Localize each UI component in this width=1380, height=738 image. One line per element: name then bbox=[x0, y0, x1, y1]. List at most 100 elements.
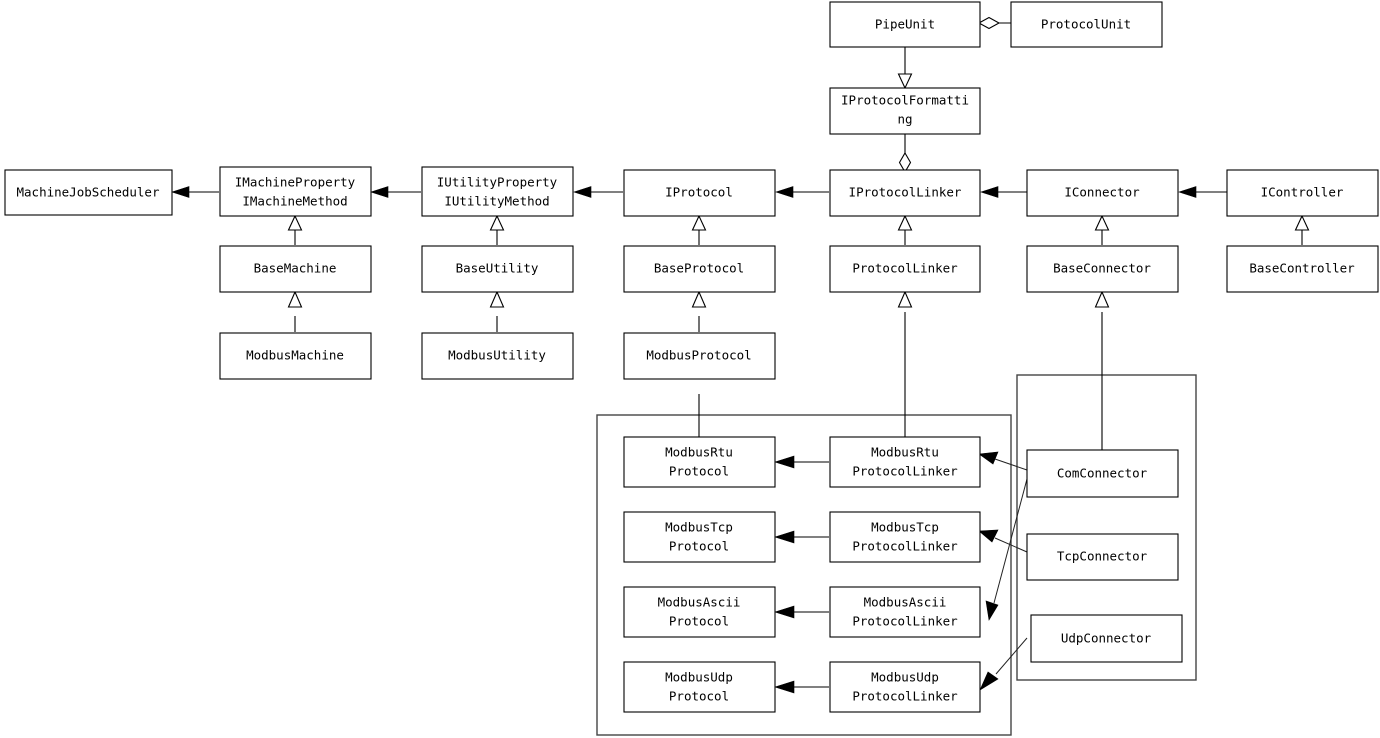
edge-comconnector-rtulinker bbox=[994, 458, 1028, 471]
generalization-arrow-basemachine bbox=[287, 290, 303, 308]
node-base-controller[interactable]: BaseController bbox=[1226, 245, 1379, 293]
realization-arrow-iprotocollinker2 bbox=[897, 214, 913, 231]
node-imachine-property[interactable]: IMachineProperty IMachineMethod bbox=[219, 166, 372, 217]
realization-arrow-iprotocolformatting bbox=[897, 73, 913, 90]
node-modbus-rtu-protocol-linker-label-line2: ProtocolLinker bbox=[852, 464, 958, 479]
node-base-machine-label: BaseMachine bbox=[254, 261, 337, 276]
realization-arrow-iutilityproperty bbox=[489, 214, 505, 231]
node-com-connector[interactable]: ComConnector bbox=[1026, 449, 1179, 498]
node-pipe-unit[interactable]: PipeUnit bbox=[829, 1, 981, 48]
node-modbus-utility[interactable]: ModbusUtility bbox=[421, 332, 574, 380]
node-iprotocol-linker[interactable]: IProtocolLinker bbox=[829, 169, 981, 217]
node-modbus-udp-protocol-linker-label-line1: ModbusUdp bbox=[871, 670, 939, 685]
association-arrow-iconnector bbox=[1178, 186, 1197, 198]
association-arrow-iprotocol bbox=[775, 186, 794, 198]
node-modbus-tcp-protocol-linker[interactable]: ModbusTcp ProtocolLinker bbox=[829, 511, 981, 563]
edge-comconnector-asciilinker bbox=[993, 478, 1028, 604]
node-tcp-connector[interactable]: TcpConnector bbox=[1026, 533, 1179, 581]
node-base-connector-label: BaseConnector bbox=[1053, 261, 1151, 276]
node-machine-job-scheduler[interactable]: MachineJobScheduler bbox=[4, 169, 173, 216]
association-arrow-machinejobscheduler bbox=[171, 186, 190, 198]
aggregation-diamond-pipeunit bbox=[977, 16, 1001, 30]
edge-tcpconnector-tcplinker bbox=[994, 537, 1028, 553]
node-modbus-ascii-protocol-label-line1: ModbusAscii bbox=[658, 595, 741, 610]
edge-udpconnector-udplinker bbox=[995, 637, 1028, 675]
association-arrow-modbusudpprotocol bbox=[774, 680, 795, 694]
node-modbus-machine-label: ModbusMachine bbox=[246, 348, 344, 363]
node-iutility-property-label-line2: IUtilityMethod bbox=[444, 194, 549, 209]
node-modbus-protocol[interactable]: ModbusProtocol bbox=[623, 332, 776, 380]
node-base-controller-label: BaseController bbox=[1249, 261, 1355, 276]
node-icontroller-label: IController bbox=[1261, 185, 1344, 200]
node-modbus-rtu-protocol[interactable]: ModbusRtu Protocol bbox=[623, 436, 776, 488]
node-iprotocol-label: IProtocol bbox=[665, 185, 733, 200]
aggregation-diamond-iprotocollinker bbox=[898, 151, 912, 174]
node-modbus-utility-label: ModbusUtility bbox=[448, 348, 546, 363]
node-modbus-rtu-protocol-label-line2: Protocol bbox=[669, 464, 729, 479]
node-modbus-ascii-protocol-linker[interactable]: ModbusAscii ProtocolLinker bbox=[829, 586, 981, 638]
node-imachine-property-label-line2: IMachineMethod bbox=[242, 194, 347, 209]
node-modbus-ascii-protocol[interactable]: ModbusAscii Protocol bbox=[623, 586, 776, 638]
node-iutility-property[interactable]: IUtilityProperty IUtilityMethod bbox=[421, 166, 574, 217]
association-arrow-tcplinker-from-tcp bbox=[978, 529, 999, 543]
node-protocol-linker[interactable]: ProtocolLinker bbox=[829, 245, 981, 293]
node-modbus-rtu-protocol-linker[interactable]: ModbusRtu ProtocolLinker bbox=[829, 436, 981, 488]
node-com-connector-label: ComConnector bbox=[1057, 466, 1148, 481]
node-tcp-connector-label: TcpConnector bbox=[1057, 549, 1148, 564]
node-iprotocol[interactable]: IProtocol bbox=[623, 169, 776, 217]
association-arrow-modbusasciiprotocol bbox=[774, 605, 795, 619]
node-iprotocol-formatting-label-line2: ng bbox=[897, 112, 912, 127]
node-modbus-udp-protocol-label-line2: Protocol bbox=[669, 689, 729, 704]
node-base-protocol[interactable]: BaseProtocol bbox=[623, 245, 776, 293]
node-modbus-tcp-protocol-label-line2: Protocol bbox=[669, 539, 729, 554]
node-modbus-tcp-protocol-label-line1: ModbusTcp bbox=[665, 520, 733, 535]
node-modbus-udp-protocol-linker-label-line2: ProtocolLinker bbox=[852, 689, 958, 704]
node-iprotocol-formatting[interactable]: IProtocolFormatti ng bbox=[829, 87, 981, 135]
node-modbus-udp-protocol-label-line1: ModbusUdp bbox=[665, 670, 733, 685]
node-iconnector[interactable]: IConnector bbox=[1026, 169, 1179, 217]
realization-arrow-icontroller bbox=[1294, 214, 1310, 231]
node-iprotocol-linker-label: IProtocolLinker bbox=[849, 185, 962, 200]
association-arrow-iutilityproperty bbox=[573, 186, 592, 198]
node-iprotocol-formatting-label-line1: IProtocolFormatti bbox=[841, 93, 969, 108]
node-iutility-property-label-line1: IUtilityProperty bbox=[437, 175, 558, 190]
node-base-utility-label: BaseUtility bbox=[456, 261, 539, 276]
node-pipe-unit-label: PipeUnit bbox=[875, 17, 935, 32]
node-protocol-unit-label: ProtocolUnit bbox=[1041, 17, 1131, 32]
node-modbus-rtu-protocol-linker-label-line1: ModbusRtu bbox=[871, 445, 939, 460]
node-modbus-udp-protocol[interactable]: ModbusUdp Protocol bbox=[623, 661, 776, 713]
node-modbus-tcp-protocol[interactable]: ModbusTcp Protocol bbox=[623, 511, 776, 563]
node-modbus-machine[interactable]: ModbusMachine bbox=[219, 332, 372, 380]
association-arrow-udplinker-from-udp bbox=[979, 671, 999, 691]
generalization-arrow-baseprotocol bbox=[691, 290, 707, 308]
node-modbus-ascii-protocol-linker-label-line1: ModbusAscii bbox=[864, 595, 947, 610]
association-arrow-modbusrtuprotocol bbox=[774, 455, 795, 469]
node-modbus-udp-protocol-linker[interactable]: ModbusUdp ProtocolLinker bbox=[829, 661, 981, 713]
node-protocol-linker-label: ProtocolLinker bbox=[852, 261, 958, 276]
node-modbus-tcp-protocol-linker-label-line1: ModbusTcp bbox=[871, 520, 939, 535]
realization-arrow-iconnector2 bbox=[1094, 214, 1110, 231]
generalization-arrow-baseutility bbox=[489, 290, 505, 308]
realization-arrow-iprotocol bbox=[691, 214, 707, 231]
association-arrow-rtulinker-from-com bbox=[978, 451, 999, 465]
node-base-machine[interactable]: BaseMachine bbox=[219, 245, 372, 293]
realization-arrow-imachineproperty bbox=[287, 214, 303, 231]
association-arrow-iprotocollinker bbox=[980, 186, 999, 198]
node-imachine-property-label-line1: IMachineProperty bbox=[235, 175, 356, 190]
node-base-connector[interactable]: BaseConnector bbox=[1026, 245, 1179, 293]
node-udp-connector-label: UdpConnector bbox=[1061, 631, 1152, 646]
node-protocol-unit[interactable]: ProtocolUnit bbox=[1010, 1, 1163, 48]
node-modbus-tcp-protocol-linker-label-line2: ProtocolLinker bbox=[852, 539, 958, 554]
node-udp-connector[interactable]: UdpConnector bbox=[1030, 614, 1183, 663]
node-modbus-protocol-label: ModbusProtocol bbox=[646, 348, 751, 363]
group-connector-implementations bbox=[1016, 374, 1197, 681]
node-modbus-rtu-protocol-label-line1: ModbusRtu bbox=[665, 445, 733, 460]
node-icontroller[interactable]: IController bbox=[1226, 169, 1379, 217]
node-machine-job-scheduler-label: MachineJobScheduler bbox=[17, 185, 160, 200]
node-iconnector-label: IConnector bbox=[1064, 185, 1140, 200]
node-base-protocol-label: BaseProtocol bbox=[654, 261, 744, 276]
association-arrow-modbustcpprotocol bbox=[774, 530, 795, 544]
generalization-arrow-protocollinker bbox=[897, 290, 913, 308]
node-base-utility[interactable]: BaseUtility bbox=[421, 245, 574, 293]
